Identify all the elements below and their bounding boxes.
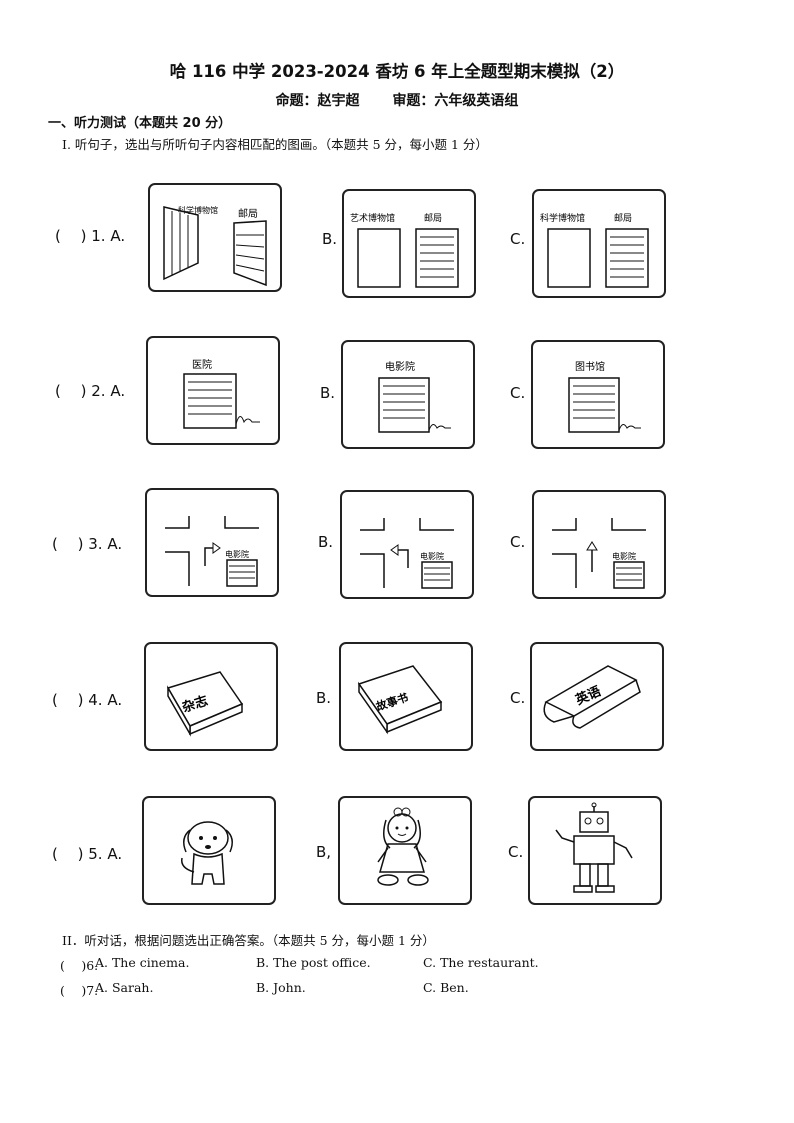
q5-option-c-label: C. — [508, 843, 524, 861]
q5-option-b-label: B, — [316, 843, 332, 861]
q1-a-sign-left: 科学博物馆 — [178, 205, 218, 215]
q6-option-c[interactable]: C. The restaurant. — [423, 955, 539, 970]
q6-number[interactable]: ( )6. — [60, 958, 99, 973]
q4-a-book-title: 杂志 — [180, 693, 210, 716]
q4-option-b-picture[interactable]: 故事书 — [339, 642, 473, 751]
q7-option-a[interactable]: A. Sarah. — [95, 980, 154, 995]
q6-option-a[interactable]: A. The cinema. — [95, 955, 190, 970]
q3-option-a-picture[interactable]: 电影院 — [145, 488, 279, 597]
q1-b-sign-right: 邮局 — [424, 212, 442, 224]
q1-option-b-picture[interactable]: 艺术博物馆 邮局 — [342, 189, 476, 298]
q1-option-c-label: C. — [510, 230, 526, 248]
q2-option-b-picture[interactable]: 电影院 — [341, 340, 475, 449]
section-heading: 一、听力测试（本题共 20 分） — [48, 116, 232, 131]
q1-c-sign-right: 邮局 — [614, 212, 632, 224]
q4-option-c-label: C. — [510, 689, 526, 707]
q7-option-b[interactable]: B. John. — [256, 980, 306, 995]
q3-option-c-picture[interactable]: 电影院 — [532, 490, 666, 599]
q7-row: ( )7. A. Sarah. B. John. C. Ben. — [60, 980, 760, 998]
reviewer: 审题：六年级英语组 — [392, 93, 519, 109]
q3-b-sign: 电影院 — [420, 551, 444, 561]
q1-a-sign-right: 邮局 — [238, 207, 258, 220]
q5-option-b-picture[interactable] — [338, 796, 472, 905]
author-line: 命题：赵宇超 审题：六年级英语组 — [0, 90, 794, 110]
q1-b-sign-left: 艺术博物馆 — [350, 212, 395, 224]
q4-option-a-picture[interactable]: 杂志 — [144, 642, 278, 751]
q2-option-b-label: B. — [320, 384, 336, 402]
q1-option-b-label: B. — [322, 230, 338, 248]
q1-option-c-picture[interactable]: 科学博物馆 邮局 — [532, 189, 666, 298]
q7-option-c[interactable]: C. Ben. — [423, 980, 469, 995]
q6-option-b[interactable]: B. The post office. — [256, 955, 371, 970]
q2-a-sign: 医院 — [192, 358, 212, 371]
q3-option-c-label: C. — [510, 533, 526, 551]
q3-c-sign: 电影院 — [612, 551, 636, 561]
q3-option-b-picture[interactable]: 电影院 — [340, 490, 474, 599]
page-title: 哈 116 中学 2023-2024 香坊 6 年上全题型期末模拟（2） — [169, 62, 625, 81]
q1-label: ( ) 1. A. — [55, 227, 126, 245]
q3-label: ( ) 3. A. — [52, 535, 123, 553]
q2-label: ( ) 2. A. — [55, 382, 126, 400]
q2-option-c-picture[interactable]: 图书馆 — [531, 340, 665, 449]
q5-label: ( ) 5. A. — [52, 845, 123, 863]
q2-option-a-picture[interactable]: 医院 — [146, 336, 280, 445]
q2-b-sign: 电影院 — [385, 360, 415, 373]
q2-option-c-label: C. — [510, 384, 526, 402]
q7-number[interactable]: ( )7. — [60, 983, 99, 998]
author: 命题：赵宇超 — [275, 93, 360, 109]
q6-row: ( )6. A. The cinema. B. The post office.… — [60, 955, 760, 973]
q2-c-sign: 图书馆 — [575, 360, 605, 373]
q4-label: ( ) 4. A. — [52, 691, 123, 709]
q1-c-sign-left: 科学博物馆 — [540, 212, 585, 224]
q3-a-sign: 电影院 — [225, 549, 249, 559]
part2-instruction: II．听对话，根据问题选出正确答案。（本题共 5 分，每小题 1 分） — [62, 933, 435, 948]
q4-option-b-label: B. — [316, 689, 332, 707]
q1-option-a-picture[interactable]: 科学博物馆 邮局 — [148, 183, 282, 292]
q5-option-a-picture[interactable] — [142, 796, 276, 905]
q5-option-c-picture[interactable] — [528, 796, 662, 905]
q3-option-b-label: B. — [318, 533, 334, 551]
part1-instruction: I. 听句子，选出与所听句子内容相匹配的图画。（本题共 5 分，每小题 1 分） — [62, 137, 488, 152]
q4-option-c-picture[interactable]: 英语 — [530, 642, 664, 751]
